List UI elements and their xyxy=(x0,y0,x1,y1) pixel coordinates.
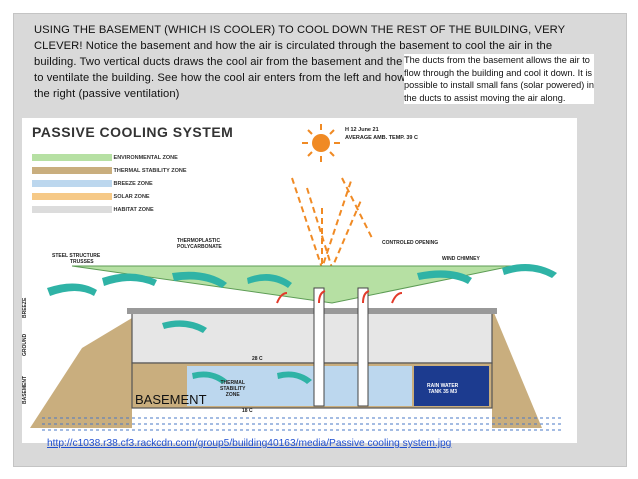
roof-slab xyxy=(127,308,497,314)
passive-cooling-diagram: PASSIVE COOLING SYSTEM H 12 June 21 AVER… xyxy=(22,118,577,443)
legend-swatch xyxy=(32,167,112,174)
legend-label: ENVIRONMENTAL ZONE xyxy=(113,154,178,161)
label-line: STABILITY xyxy=(220,386,246,392)
legend-item: HABITAT ZONE xyxy=(32,206,154,213)
legend-label: SOLAR ZONE xyxy=(113,193,150,200)
slide: USING THE BASEMENT (WHICH IS COOLER) TO … xyxy=(13,13,627,467)
ventilation-ducts xyxy=(313,287,369,407)
basement-breeze xyxy=(187,366,412,406)
right-berm xyxy=(492,308,542,428)
legend-label: THERMAL STABILITY ZONE xyxy=(113,167,187,174)
info-temp: AVERAGE AMB. TEMP. 39 C xyxy=(345,135,418,141)
side-label-breeze: BREEZE xyxy=(22,297,28,318)
diagram-title: PASSIVE COOLING SYSTEM xyxy=(32,124,234,140)
legend-item: ENVIRONMENTAL ZONE xyxy=(32,154,178,161)
label-line: THERMOPLASTIC xyxy=(177,238,221,244)
legend-label: BREEZE ZONE xyxy=(113,180,153,187)
diagram-graphic xyxy=(30,124,562,431)
left-berm xyxy=(30,318,132,428)
intro-line: CLEVER! Notice the basement and how the … xyxy=(34,40,553,52)
label-line: POLYCARBONATE xyxy=(177,244,222,250)
intro-line: USING THE BASEMENT (WHICH IS COOLER) TO … xyxy=(34,24,566,36)
legend-swatch xyxy=(32,193,112,200)
legend-swatch xyxy=(32,180,112,187)
side-label-basement: BASEMENT xyxy=(22,375,28,404)
rain-water-tank xyxy=(414,366,489,406)
legend-swatch xyxy=(32,154,112,161)
source-link[interactable]: http://c1038.r38.cf3.rackcdn.com/group5/… xyxy=(47,438,452,449)
label-steel-structure: STEEL STRUCTURE TRUSSES xyxy=(52,253,100,265)
label-wind-chimney: WIND CHIMNEY xyxy=(442,256,480,262)
legend-swatch xyxy=(32,206,112,213)
duct-callout: The ducts from the basement allows the a… xyxy=(404,54,594,104)
label-line: THERMAL xyxy=(220,380,245,386)
label-controlled-opening: CONTROLED OPENING xyxy=(382,240,439,246)
legend-item: SOLAR ZONE xyxy=(32,193,150,200)
warm-air-arrows xyxy=(276,290,403,304)
sun-icon xyxy=(302,124,340,162)
intro-line: the right (passive ventilation) xyxy=(34,88,180,100)
label-line: STEEL STRUCTURE xyxy=(52,253,101,259)
ground-pattern xyxy=(42,417,562,431)
label-line: ZONE xyxy=(225,392,240,398)
legend-item: BREEZE ZONE xyxy=(32,180,153,187)
label-thermal-stability-zone: THERMAL STABILITY ZONE xyxy=(220,380,245,398)
breeze-arrows xyxy=(47,264,557,384)
label-thermoplastic: THERMOPLASTIC POLYCARBONATE xyxy=(177,238,222,250)
upper-floor xyxy=(131,312,493,364)
info-date: H 12 June 21 xyxy=(345,127,379,133)
solar-rays xyxy=(291,177,373,272)
label-rain-tank: RAIN WATER TANK 35 M3 xyxy=(427,383,458,395)
label-temp-lower: 18 C xyxy=(242,408,253,414)
diagram-info: H 12 June 21 AVERAGE AMB. TEMP. 39 C xyxy=(345,126,418,142)
label-temp-upper: 28 C xyxy=(252,356,263,362)
label-line: TANK 35 M3 xyxy=(428,389,458,395)
legend-item: THERMAL STABILITY ZONE xyxy=(32,167,187,174)
legend-label: HABITAT ZONE xyxy=(113,206,154,213)
side-label-ground: GROUND xyxy=(22,333,28,356)
basement-label: BASEMENT xyxy=(135,392,207,407)
label-line: TRUSSES xyxy=(70,259,94,265)
label-line: RAIN WATER xyxy=(427,383,459,389)
